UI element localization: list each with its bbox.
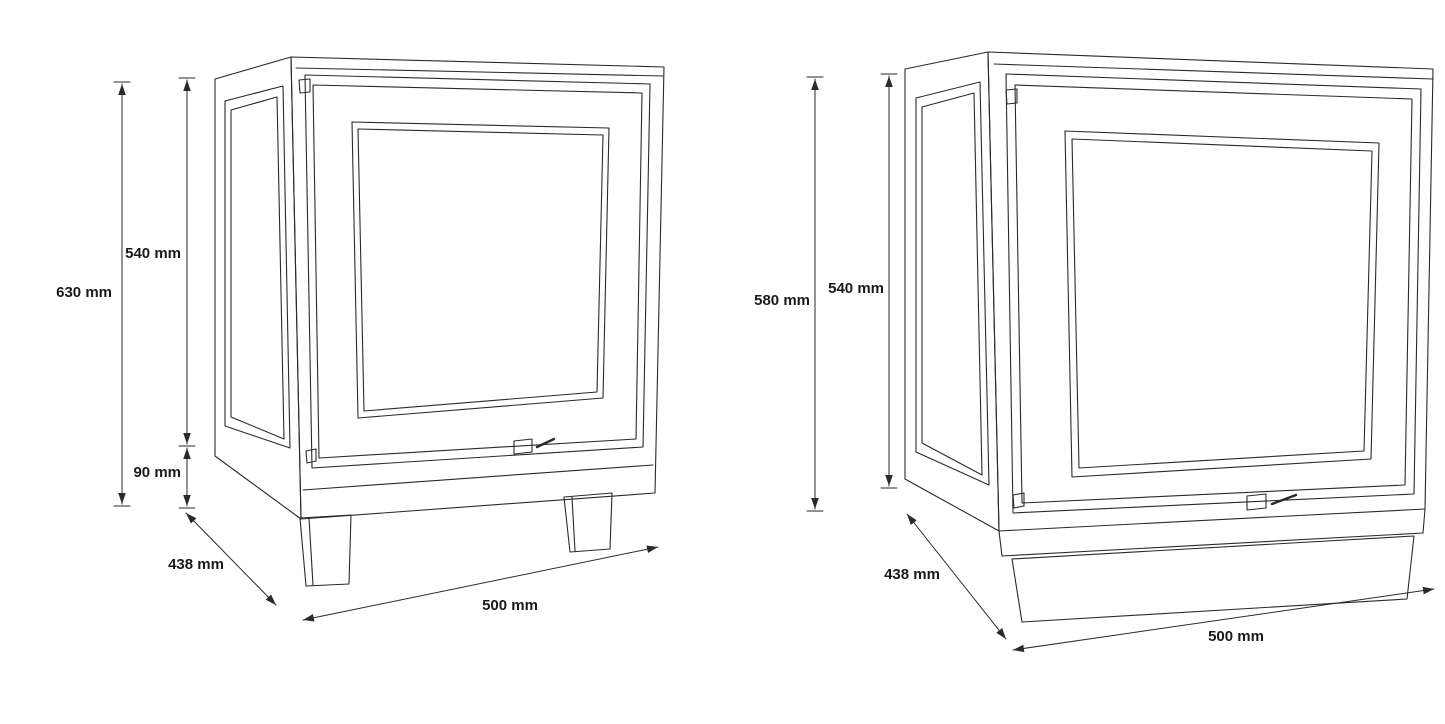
right-dimension-labels: 580 mm 540 mm 438 mm 500 mm — [754, 280, 1264, 645]
left-total-height-label: 630 mm — [56, 284, 112, 301]
left-door-frame-inner — [312, 84, 643, 459]
left-cabinet-drawing — [214, 56, 665, 587]
right-latch-key-icon — [1270, 493, 1298, 506]
right-side-panel-recess-inner — [921, 92, 983, 476]
right-latch-icon — [1246, 493, 1267, 511]
left-leg-height-label: 90 mm — [133, 464, 181, 481]
right-door-window-inner — [1071, 138, 1373, 469]
right-door-frame-inner — [1014, 84, 1413, 504]
left-width-dim-line — [302, 545, 659, 622]
right-width-label: 500 mm — [1208, 628, 1264, 645]
left-front-leg — [299, 514, 352, 587]
left-door-frame-outer — [304, 74, 651, 469]
left-front-leg-edge — [308, 517, 314, 586]
right-door-frame-outer — [1005, 73, 1422, 514]
left-depth-dim-line — [185, 512, 277, 606]
right-top-front-edge — [993, 63, 1434, 80]
left-latch-key-icon — [535, 437, 556, 449]
left-body-height-label: 540 mm — [125, 245, 181, 262]
left-dimension-labels: 630 mm 540 mm 90 mm 438 mm 500 mm — [56, 245, 538, 614]
left-door-window-inner — [357, 128, 604, 412]
left-side-panel-recess-inner — [230, 96, 285, 440]
right-door-window-outer — [1064, 130, 1380, 478]
left-base-rail — [302, 464, 654, 491]
left-latch-icon — [513, 438, 533, 455]
right-body-height-label: 540 mm — [828, 280, 884, 297]
right-cabinet-view: 580 mm 540 mm 438 mm 500 mm — [754, 51, 1435, 653]
right-side-panel-recess-outer — [915, 81, 990, 486]
left-front-face — [290, 56, 665, 520]
left-width-label: 500 mm — [482, 597, 538, 614]
right-cabinet-drawing — [904, 51, 1434, 623]
left-side-panel-recess-outer — [224, 85, 291, 449]
left-depth-label: 438 mm — [168, 556, 224, 573]
right-dimension-lines — [806, 73, 1435, 653]
right-width-dim-line — [1012, 586, 1435, 653]
left-top-front-edge — [295, 67, 665, 77]
right-hinge-top-icon — [1005, 88, 1018, 105]
left-door-window-outer — [351, 121, 610, 419]
right-base-reveal — [1001, 532, 1424, 557]
right-total-height-label: 580 mm — [754, 292, 810, 309]
left-side-panel — [214, 56, 302, 520]
left-dimension-lines — [113, 77, 659, 622]
left-back-leg-edge — [571, 496, 576, 552]
left-hinge-bottom-icon — [305, 448, 317, 464]
right-depth-label: 438 mm — [884, 566, 940, 583]
right-base-left-edge — [998, 530, 1003, 557]
left-cabinet-view: 630 mm 540 mm 90 mm 438 mm 500 mm — [56, 56, 665, 622]
left-hinge-top-icon — [298, 78, 311, 94]
left-back-leg — [563, 492, 613, 553]
right-plinth — [1011, 535, 1415, 623]
right-hinge-bottom-icon — [1012, 492, 1025, 509]
right-depth-dim-line — [906, 513, 1007, 640]
right-base-right-edge — [1422, 508, 1426, 534]
